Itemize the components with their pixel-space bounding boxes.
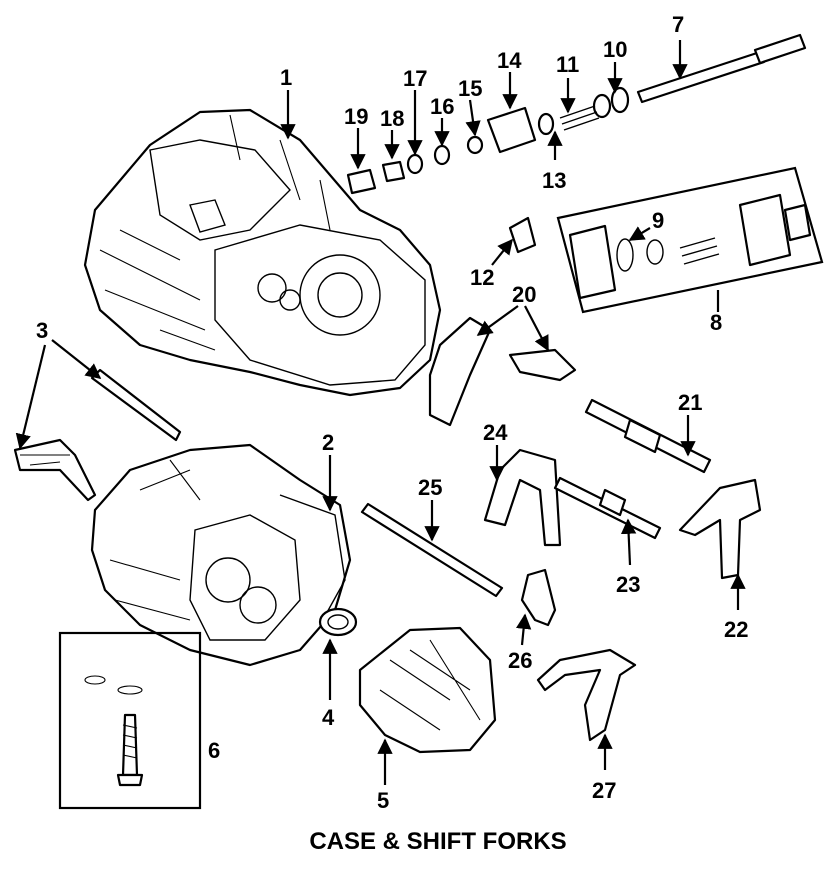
shift-fork-c-part bbox=[536, 648, 637, 742]
callout-6: 6 bbox=[208, 738, 220, 763]
callout-13: 13 bbox=[542, 168, 566, 193]
leader-lines bbox=[15, 40, 746, 785]
callout-9: 9 bbox=[652, 208, 664, 233]
seal-kit-box bbox=[556, 166, 824, 314]
callout-10: 10 bbox=[603, 37, 627, 62]
callout-21: 21 bbox=[678, 390, 702, 415]
callout-24: 24 bbox=[483, 420, 508, 445]
callout-4: 4 bbox=[322, 705, 335, 730]
clip-part bbox=[508, 216, 537, 254]
callout-8: 8 bbox=[710, 310, 722, 335]
callout-25: 25 bbox=[418, 475, 442, 500]
callout-15: 15 bbox=[458, 76, 482, 101]
callout-14: 14 bbox=[497, 48, 522, 73]
interlock-part bbox=[428, 316, 577, 427]
callout-26: 26 bbox=[508, 648, 532, 673]
callout-2: 2 bbox=[322, 430, 334, 455]
case-cover-part bbox=[358, 626, 497, 754]
shift-shaft-part bbox=[584, 398, 712, 474]
hardware-kit-box bbox=[58, 631, 202, 810]
detent-components-group bbox=[346, 86, 630, 195]
callout-labels: 1 2 3 4 5 6 7 8 9 10 11 12 13 14 15 16 1… bbox=[36, 12, 748, 813]
callout-18: 18 bbox=[380, 106, 404, 131]
diagram-title: CASE & SHIFT FORKS bbox=[309, 828, 566, 855]
clutch-housing-part bbox=[90, 443, 352, 667]
shift-bracket-part bbox=[13, 368, 182, 502]
callout-12: 12 bbox=[470, 265, 494, 290]
callout-7: 7 bbox=[672, 12, 684, 37]
long-shaft-part bbox=[360, 502, 504, 598]
shift-rod-part bbox=[636, 33, 807, 104]
callout-23: 23 bbox=[616, 572, 640, 597]
lever-part bbox=[520, 568, 557, 627]
fork-shaft-part bbox=[553, 476, 662, 540]
shift-fork-b-part bbox=[678, 478, 762, 580]
transmission-case-part bbox=[83, 108, 442, 397]
callout-22: 22 bbox=[724, 617, 748, 642]
callout-16: 16 bbox=[430, 94, 454, 119]
callout-19: 19 bbox=[344, 104, 368, 129]
callout-20: 20 bbox=[512, 282, 536, 307]
callout-11: 11 bbox=[556, 52, 579, 77]
callout-3: 3 bbox=[36, 318, 48, 343]
callout-17: 17 bbox=[403, 66, 427, 91]
callout-27: 27 bbox=[592, 778, 616, 803]
oil-seal-part bbox=[318, 607, 358, 637]
callout-1: 1 bbox=[280, 65, 292, 90]
callout-5: 5 bbox=[377, 788, 389, 813]
